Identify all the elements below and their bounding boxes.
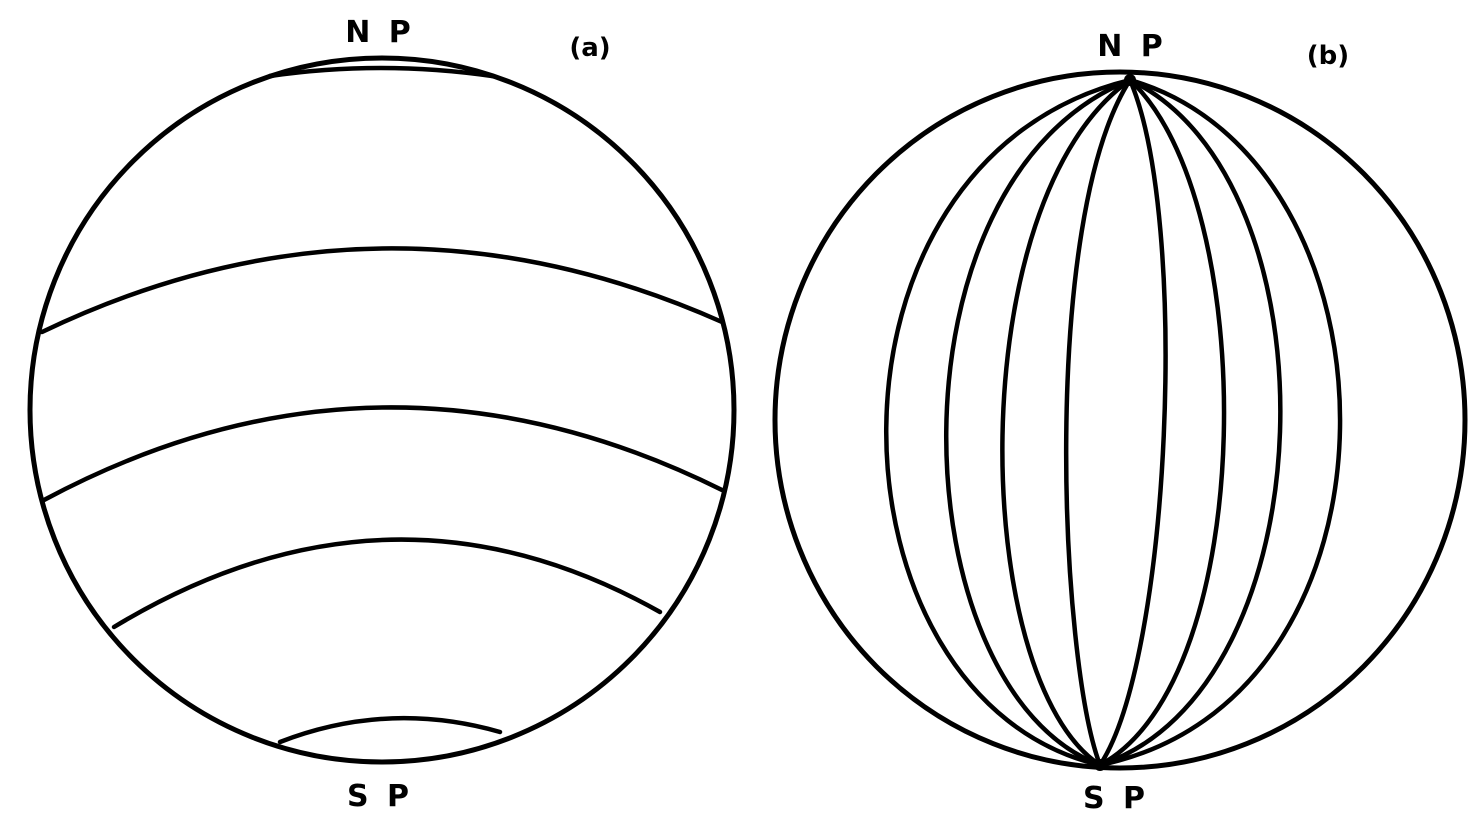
- north-pole-point: [1124, 74, 1136, 86]
- sphere-a-outline: [30, 58, 734, 762]
- panel-b: N P S P (b): [775, 29, 1465, 815]
- meridian-line-6: [1100, 80, 1224, 765]
- south-pole-label-a: S P: [347, 779, 413, 814]
- sphere-b-outline: [775, 72, 1465, 768]
- meridian-line-5: [1100, 80, 1166, 765]
- south-pole-point: [1094, 759, 1106, 771]
- north-pole-label-b: N P: [1097, 29, 1167, 64]
- panel-label-b: (b): [1307, 41, 1349, 71]
- south-cap-line: [280, 718, 500, 742]
- south-pole-label-b: S P: [1083, 781, 1149, 815]
- north-pole-label-a: N P: [345, 15, 415, 50]
- latitude-line-1: [42, 248, 722, 332]
- panel-label-a: (a): [569, 33, 610, 63]
- meridian-line-2: [946, 80, 1130, 765]
- meridian-line-4: [1066, 80, 1130, 765]
- panel-a: N P S P (a): [30, 15, 734, 814]
- latitude-line-2: [44, 407, 722, 500]
- latitude-line-3: [114, 540, 660, 627]
